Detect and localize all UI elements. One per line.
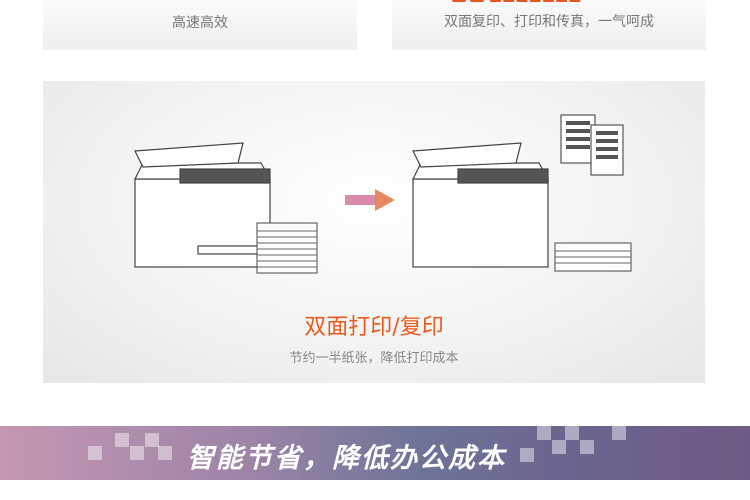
paper-stack-small-icon <box>554 242 632 272</box>
printer-before-icon <box>134 142 272 268</box>
feature-title: 双面打印/复印 <box>304 315 444 340</box>
printer-after-icon <box>412 142 550 268</box>
card-subtitle: 高速高效 <box>172 15 228 31</box>
card-subtitle: 双面复印、打印和传真，一气呵成 <box>444 14 654 30</box>
feature-description: 节约一半纸张，降低打印成本 <box>289 351 459 366</box>
arrow-icon <box>345 189 395 211</box>
duplex-feature-panel: 双面打印/复印 节约一半纸张，降低打印成本 <box>43 81 705 383</box>
section-banner: 智能节省，降低办公成本 <box>0 426 750 480</box>
document-pages-icon <box>560 114 624 176</box>
paper-stack-large-icon <box>256 222 318 274</box>
banner-title: 智能节省，降低办公成本 <box>187 443 506 474</box>
feature-card-duplex-fax: ▬▬▬▬▬▬▬ 双面复印、打印和传真，一气呵成 <box>392 0 706 50</box>
card-heading-cut: ▬▬▬▬▬▬▬ <box>452 0 652 2</box>
duplex-illustration <box>134 114 632 274</box>
feature-card-speed: 高速高效 <box>43 0 357 50</box>
